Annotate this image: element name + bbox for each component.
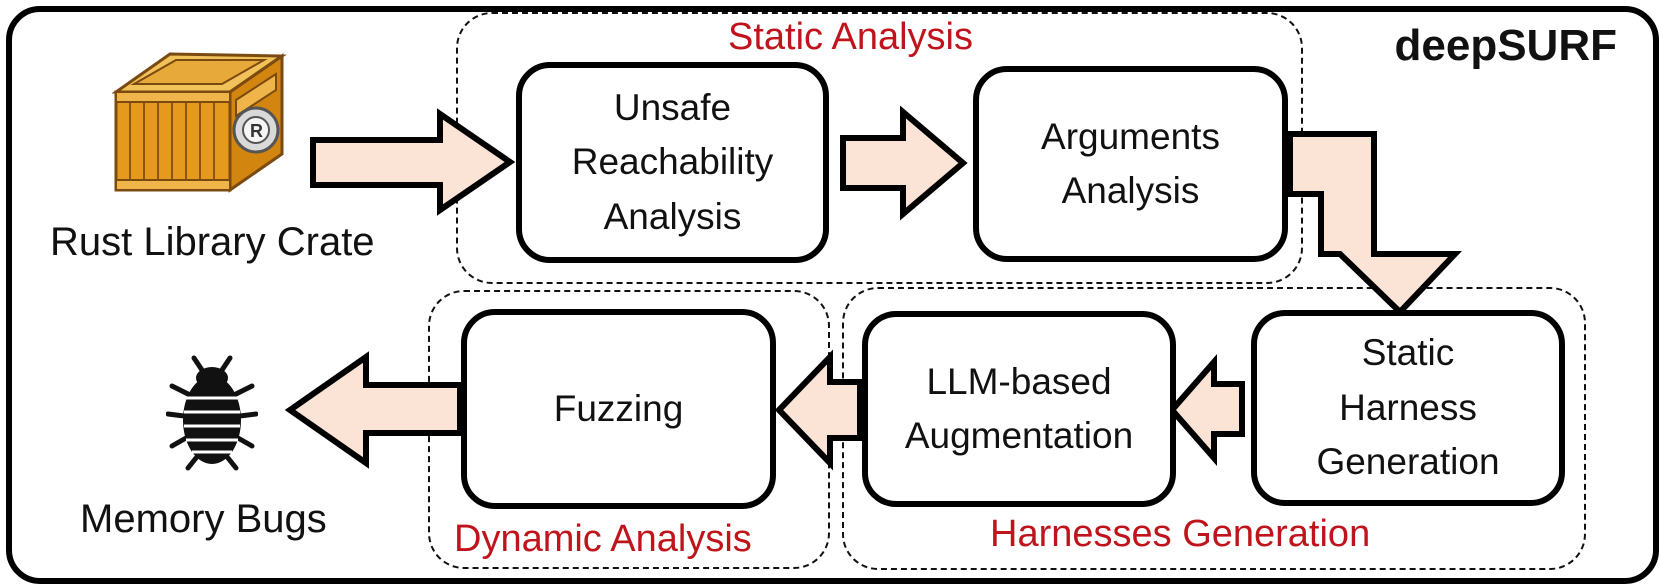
fuzzing-box: Fuzzing (461, 309, 776, 509)
arrow-fuzzing-to-bugs (284, 351, 463, 469)
arrow-crate-to-unsafe (310, 108, 516, 216)
unsafe-reachability-analysis-box: Unsafe Reachability Analysis (516, 62, 829, 263)
crate-icon: R (112, 52, 287, 193)
arrow-llm-to-fuzzing (774, 349, 863, 471)
step-line: Unsafe (613, 86, 732, 128)
arrow-arguments-to-static-harness (1287, 131, 1462, 317)
step-line: Analysis (1061, 170, 1200, 211)
step-line: Fuzzing (553, 387, 684, 429)
crate-label: Rust Library Crate (50, 220, 375, 264)
diagram-title: deepSURF (1394, 21, 1617, 70)
step-line: Static (1361, 332, 1455, 374)
step-line: Augmentation (904, 415, 1134, 456)
static-harness-generation-box: Static Harness Generation (1251, 310, 1565, 506)
bug-icon (166, 355, 258, 471)
step-line: LLM-based (926, 360, 1112, 402)
step-line: Arguments (1041, 115, 1220, 157)
arrow-unsafe-to-arguments (840, 105, 968, 221)
step-line: Analysis (603, 195, 742, 237)
harnesses-generation-label: Harnesses Generation (982, 515, 1379, 553)
step-line: Harness (1339, 386, 1477, 428)
step-line: Reachability (571, 141, 774, 183)
arguments-analysis-box: Arguments Analysis (973, 66, 1288, 262)
llm-based-augmentation-box: LLM-based Augmentation (862, 311, 1176, 507)
svg-text:R: R (250, 121, 263, 141)
memory-bugs-label: Memory Bugs (80, 497, 327, 541)
arrow-static-harness-to-llm (1168, 354, 1245, 466)
static-analysis-label: Static Analysis (720, 18, 981, 56)
dynamic-analysis-label: Dynamic Analysis (446, 520, 760, 558)
step-line: Generation (1316, 441, 1500, 483)
